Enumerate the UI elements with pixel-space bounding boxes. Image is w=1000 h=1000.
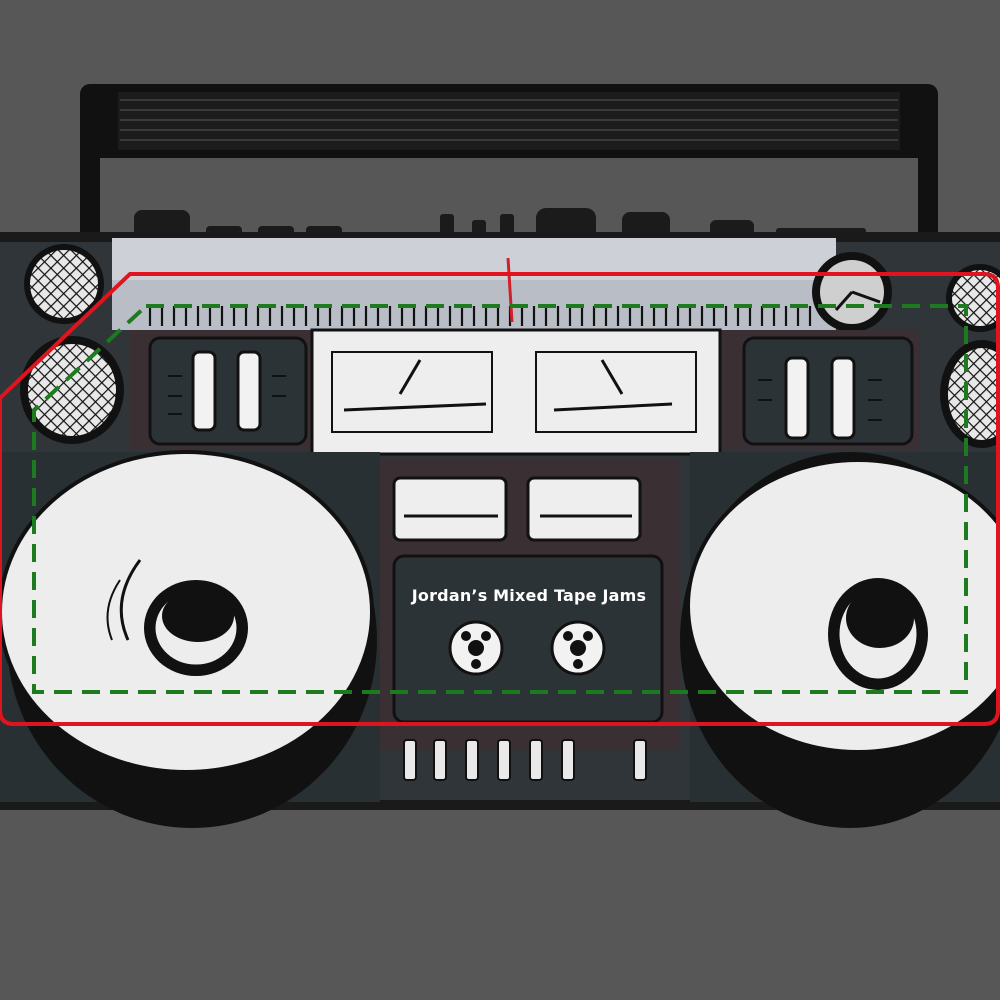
tweeter-grille-icon [940,340,1000,448]
speaker-icon [680,452,1000,828]
cassette-label: Jordan’s Mixed Tape Jams [411,586,647,605]
tuner-strip [112,238,836,330]
tweeter-grille-icon [20,336,124,444]
tuning-knob [812,252,892,332]
tape-reel-icon [550,620,606,676]
safe-area-outline [32,304,968,694]
tweeter-grille-icon [24,244,104,324]
vu-meter-icon [310,328,722,456]
tuner-needle [506,257,514,323]
bottom-buttons [403,739,647,781]
print-area-outline [0,272,1000,726]
tape-reel-icon [448,620,504,676]
boombox-handle-icon [80,84,938,244]
speaker-icon [0,450,380,828]
right-control-box [742,336,914,446]
left-control-box [148,336,308,446]
cassette-deck [380,460,680,750]
